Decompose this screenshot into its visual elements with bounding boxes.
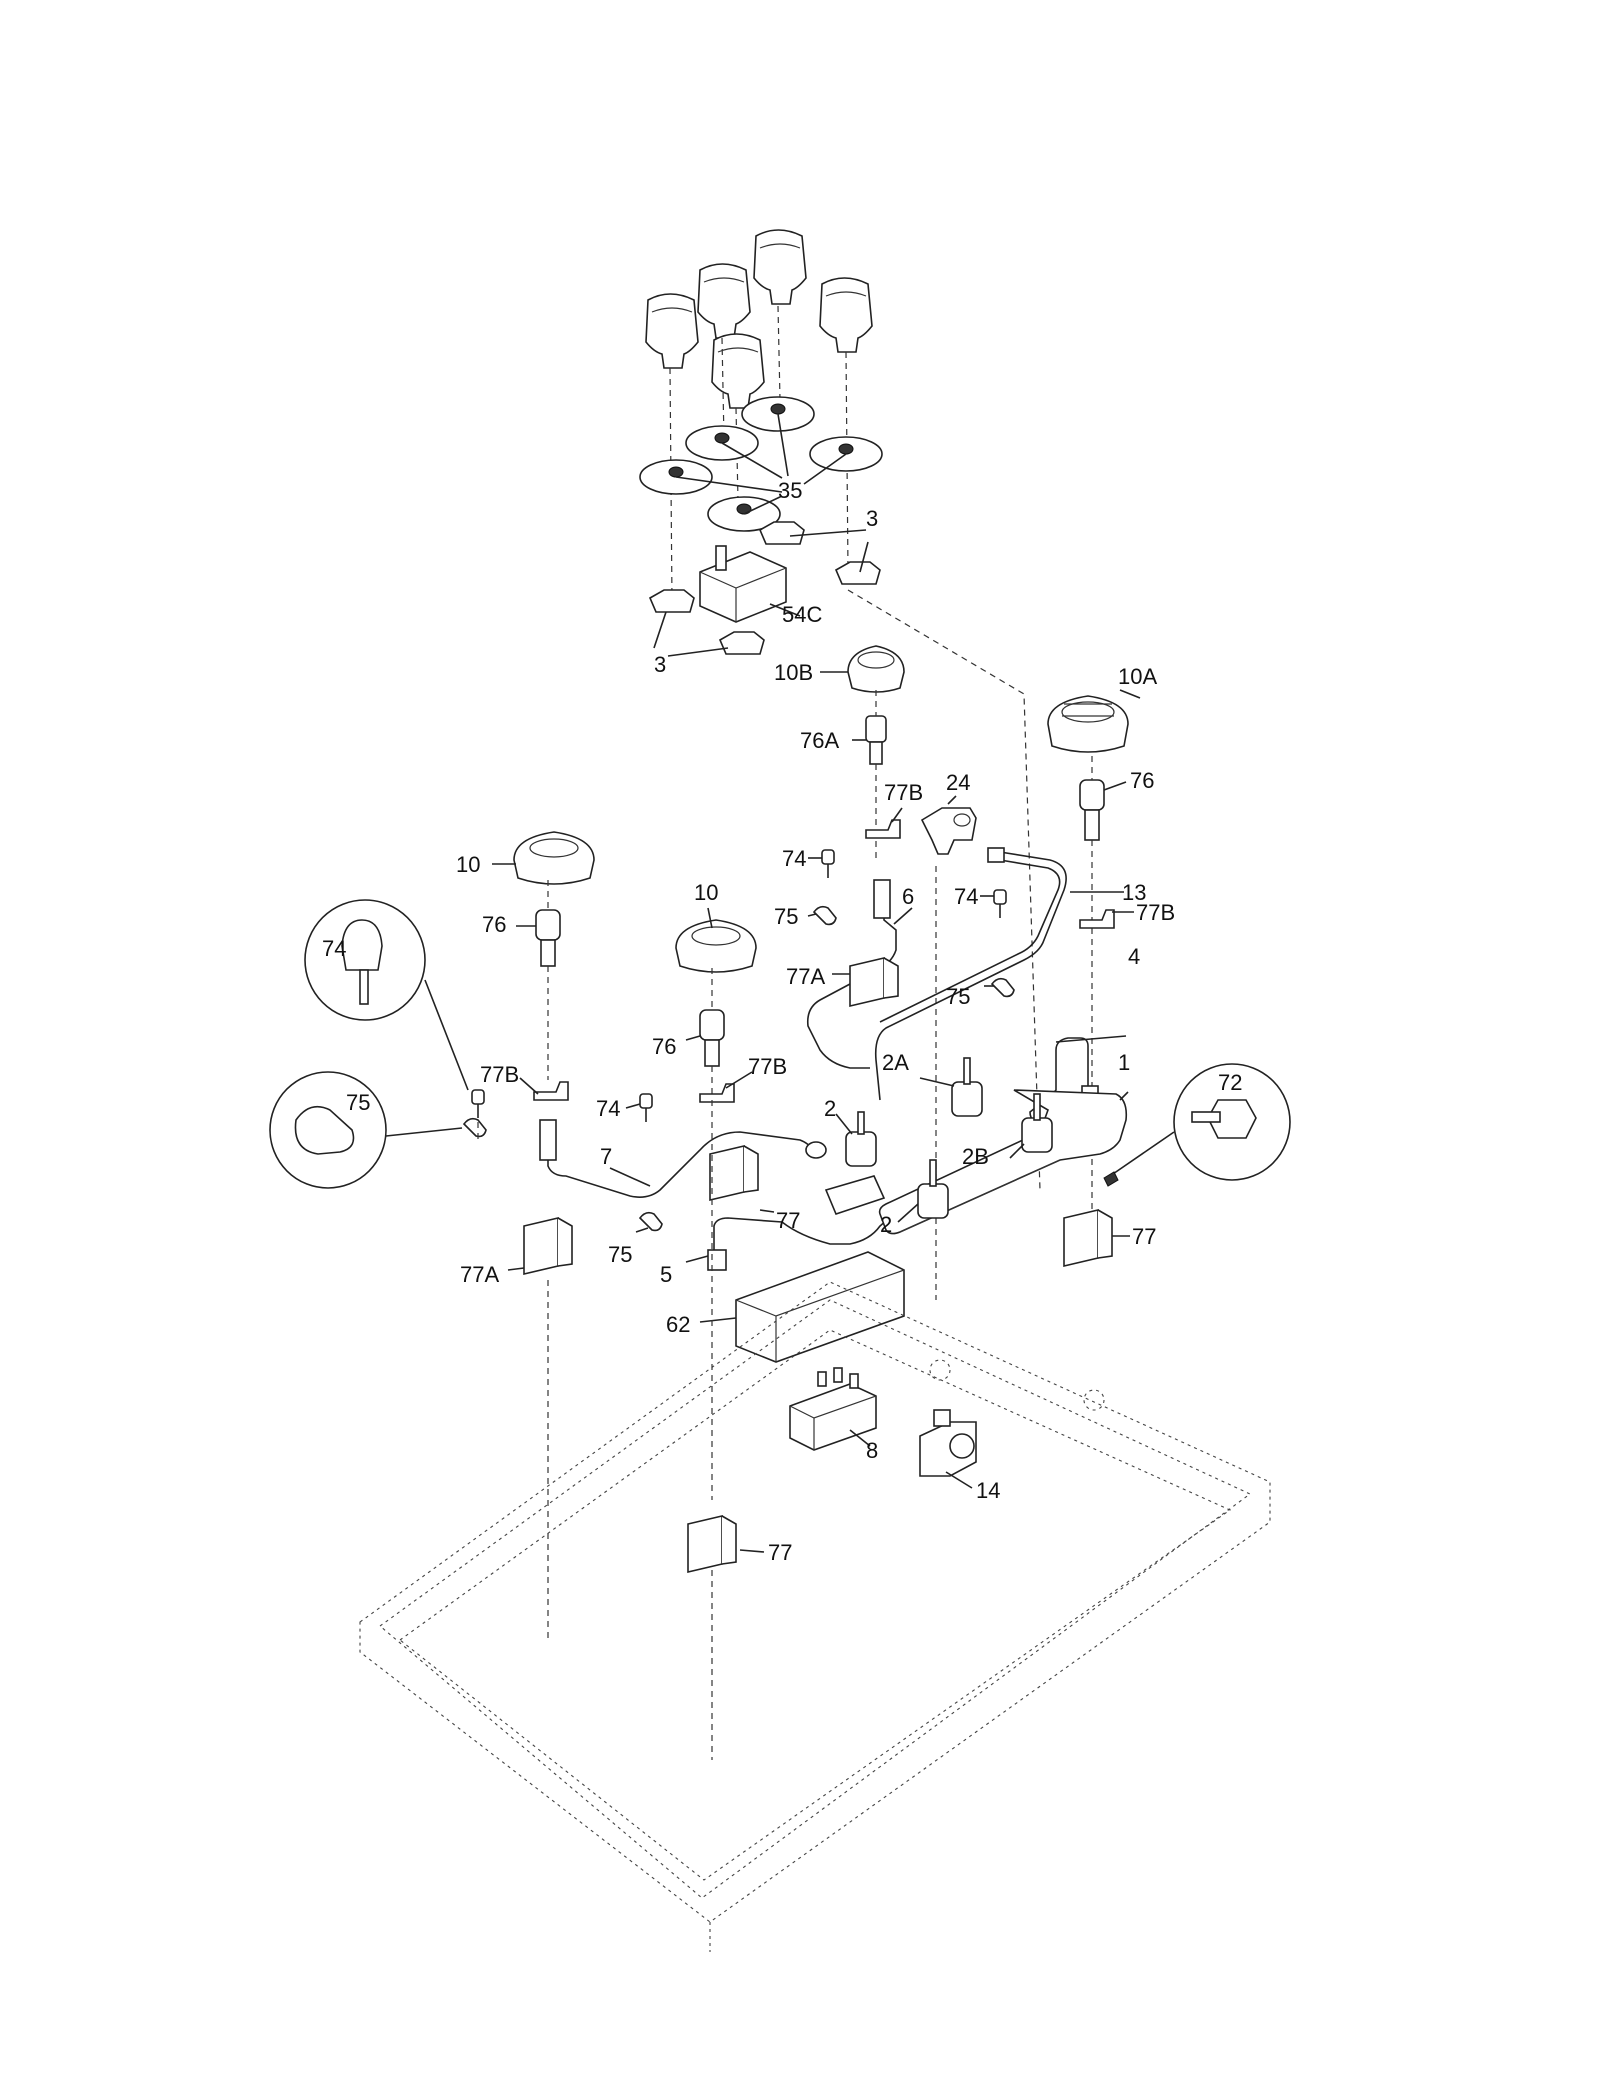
label-74: 74 [954,884,978,909]
label-77b: 77B [480,1062,519,1087]
spark-module-8 [789,1367,877,1451]
label-6: 6 [902,884,914,909]
label-10: 10 [694,880,718,905]
label-76: 76 [1130,768,1154,793]
valve-2-lower [917,1159,949,1219]
screw-74 [639,1093,653,1122]
clip-75 [462,1117,487,1138]
label-3: 3 [866,506,878,531]
label-77: 77 [776,1208,800,1233]
inset-label-75: 75 [346,1090,370,1115]
label-10b: 10B [774,660,813,685]
label-13: 13 [1122,880,1146,905]
bracket-77-mid [709,1144,759,1202]
label-24: 24 [946,770,970,795]
bracket-77b-right [1079,909,1115,929]
label-76: 76 [652,1034,676,1059]
knob [645,293,699,369]
label-14: 14 [976,1478,1000,1503]
screw-74 [993,889,1007,918]
ignitor-24 [920,807,977,855]
orifice-76-right [1079,779,1105,841]
bracket-77a-left [523,1216,573,1276]
bracket-77-bottom [687,1514,737,1574]
module-62 [735,1251,905,1363]
orifice-76-left [535,909,561,967]
switch-clips [648,521,881,655]
label-76: 76 [482,912,506,937]
inset-75 [269,1071,463,1189]
control-knobs [645,229,873,409]
label-77b: 77B [748,1054,787,1079]
label-2a: 2A [882,1050,909,1075]
label-76a: 76A [800,728,839,753]
label-2: 2 [824,1096,836,1121]
orifice-76a [865,715,887,765]
label-77b: 77B [1136,900,1175,925]
knob-bezels [639,396,883,532]
label-77: 77 [768,1540,792,1565]
burner-10a [1047,695,1129,753]
label-10a: 10A [1118,664,1157,689]
label-74: 74 [782,846,806,871]
clip-75 [638,1211,663,1232]
clip-75 [812,905,837,926]
label-77a: 77A [786,964,825,989]
inset-label-74: 74 [322,936,346,961]
part-labels: 35 3 54C 3 10B 10A 76A 24 76 77B 10 74 6… [456,478,1175,1565]
knob [753,229,807,305]
label-5: 5 [660,1262,672,1287]
bracket-77b-top [865,819,901,839]
label-75: 75 [946,984,970,1009]
knob [819,277,873,353]
burner-10-left [513,831,595,885]
clip-75 [990,977,1015,998]
regulator-14 [919,1409,977,1477]
label-35: 35 [778,478,802,503]
label-54c: 54C [782,602,822,627]
label-3: 3 [654,652,666,677]
orifice-76-mid [699,1009,725,1067]
knob [711,333,765,409]
inset-74 [304,899,469,1091]
screw-74 [471,1089,485,1118]
label-8: 8 [866,1438,878,1463]
valve-2-left [845,1111,877,1167]
label-77: 77 [1132,1224,1156,1249]
label-77a: 77A [460,1262,499,1287]
label-77b: 77B [884,780,923,805]
knob [697,263,751,339]
cooktop-pan [359,1281,1271,1952]
label-74: 74 [596,1096,620,1121]
label-10: 10 [456,852,480,877]
label-75: 75 [608,1242,632,1267]
burner-10-mid [675,919,757,973]
valve-2b [1021,1093,1053,1153]
label-75: 75 [774,904,798,929]
burner-10b [847,645,905,693]
valve-2a [951,1057,983,1117]
inset-labels: 74 75 72 [322,936,1242,1115]
inset-72 [1103,1063,1291,1187]
bracket-77a-mid [849,956,899,1008]
bracket-77-right [1063,1208,1113,1268]
label-7: 7 [600,1144,612,1169]
bracket-77b-left [533,1081,569,1101]
label-2: 2 [880,1212,892,1237]
screw-74 [821,849,835,878]
label-1: 1 [1118,1050,1130,1075]
spark-switch-54c [699,545,787,623]
label-4: 4 [1128,944,1140,969]
label-62: 62 [666,1312,690,1337]
label-2b: 2B [962,1144,989,1169]
inset-label-72: 72 [1218,1070,1242,1095]
